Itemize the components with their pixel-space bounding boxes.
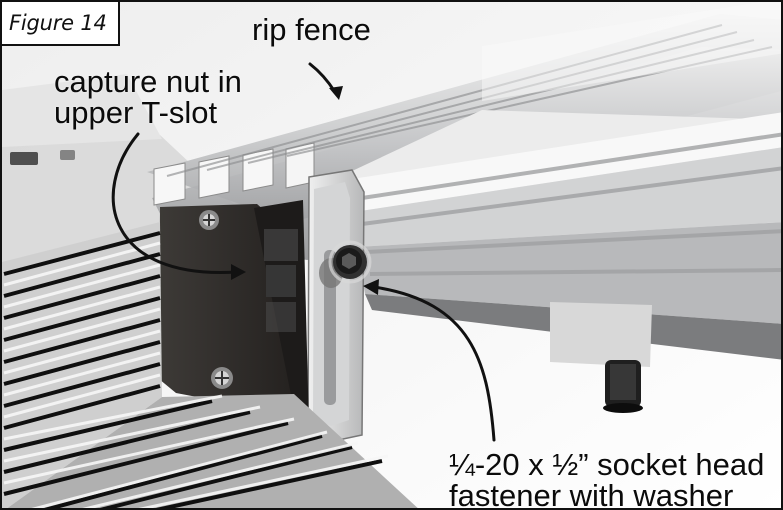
capture-nut-label-line-1: capture nut in bbox=[54, 64, 242, 99]
rip-fence-label: rip fence bbox=[252, 12, 371, 47]
fastener-label-line-1: ¼-20 x ½” socket head bbox=[449, 447, 765, 482]
fastener-callout: ¼-20 x ½” socket head fastener with wash… bbox=[449, 447, 765, 510]
rip-fence-callout: rip fence bbox=[252, 14, 371, 45]
fastener-label-line-2: fastener with washer bbox=[449, 478, 734, 510]
figure-number-label: Figure 14 bbox=[2, 2, 120, 46]
capture-nut-label-line-2: upper T-slot bbox=[54, 95, 218, 130]
capture-nut-callout: capture nut in upper T-slot bbox=[54, 66, 242, 128]
figure-number-text: Figure 14 bbox=[9, 11, 107, 35]
